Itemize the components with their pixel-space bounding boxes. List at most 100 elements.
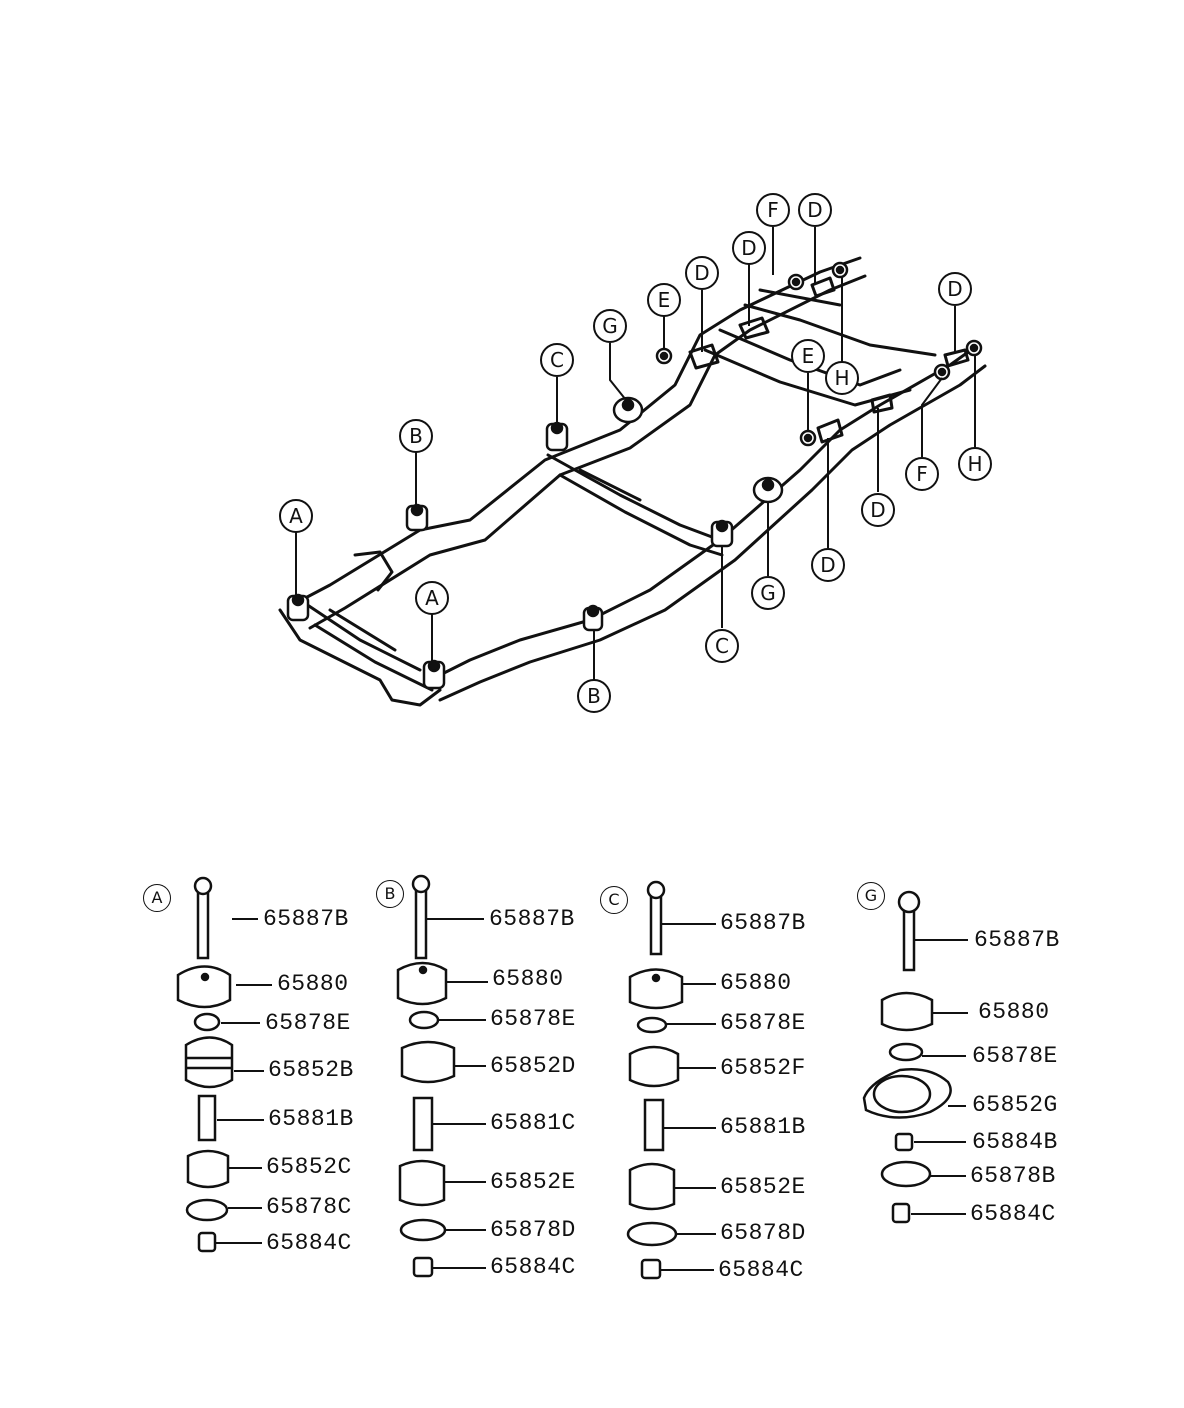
part-number: 65881B	[720, 1114, 806, 1140]
part-number: 65878E	[490, 1006, 576, 1032]
callout-letter: D	[807, 198, 822, 222]
callout-g: G	[751, 576, 785, 610]
callout-letter: H	[967, 452, 982, 476]
callout-e: E	[791, 339, 825, 373]
group-c-cushion-upper	[628, 1045, 680, 1088]
part-number: 65884B	[972, 1129, 1058, 1155]
group-g-bolt	[897, 890, 921, 972]
mount-c-right	[710, 519, 734, 548]
part-number: 65884C	[718, 1257, 804, 1283]
callout-e: E	[647, 283, 681, 317]
mount-a-left	[286, 593, 310, 622]
group-g-washer	[888, 1042, 924, 1062]
callout-d: D	[685, 256, 719, 290]
callout-letter: F	[767, 198, 779, 222]
group-a-retainer	[176, 965, 232, 1009]
part-number: 65852C	[266, 1154, 352, 1180]
group-g-header: G	[857, 882, 885, 910]
part-number: 65887B	[974, 927, 1060, 953]
callout-c: C	[540, 343, 574, 377]
callout-letter: C	[550, 348, 564, 372]
part-number: 65881B	[268, 1106, 354, 1132]
callout-letter: A	[289, 504, 303, 528]
callout-letter: H	[834, 366, 849, 390]
part-number: 65878D	[720, 1220, 806, 1246]
part-number: 65878E	[265, 1010, 351, 1036]
callout-f: F	[905, 457, 939, 491]
callout-d: D	[938, 272, 972, 306]
callout-letter: B	[587, 684, 601, 708]
group-g-retainer	[880, 991, 934, 1032]
left-side-rail	[290, 256, 862, 607]
callout-d: D	[798, 193, 832, 227]
part-number: 65878D	[490, 1217, 576, 1243]
part-number: 65880	[277, 971, 349, 997]
group-c-washer-lower	[626, 1221, 678, 1247]
group-a-bolt	[193, 876, 213, 960]
callout-h: H	[958, 447, 992, 481]
part-number: 65887B	[489, 906, 575, 932]
group-a-header: A	[143, 884, 171, 912]
callout-letter: C	[715, 634, 729, 658]
callout-letter: G	[760, 581, 776, 605]
group-b-retainer	[396, 961, 448, 1006]
callout-a: A	[415, 581, 449, 615]
group-g-nut-lower	[891, 1202, 911, 1224]
group-c-retainer	[628, 968, 684, 1010]
callout-letter: D	[947, 277, 962, 301]
part-number: 65852E	[490, 1169, 576, 1195]
group-g-washer-lower	[880, 1160, 932, 1188]
callout-letter: B	[409, 424, 423, 448]
callout-d: D	[861, 493, 895, 527]
callout-letter: F	[916, 462, 928, 486]
group-b-nut	[412, 1256, 434, 1278]
callout-letter: D	[741, 236, 756, 260]
mount-a-right	[422, 659, 446, 690]
part-number: 65880	[978, 999, 1050, 1025]
part-number: 65884C	[490, 1254, 576, 1280]
group-g-mount-bracket	[862, 1068, 952, 1119]
callout-letter: G	[602, 314, 618, 338]
callout-letter: E	[658, 288, 671, 312]
group-b-washer-lower	[399, 1218, 447, 1242]
rear-crossmember	[718, 328, 902, 387]
group-g-nut-upper	[894, 1132, 914, 1152]
part-number: 65881C	[490, 1110, 576, 1136]
callout-c: C	[705, 629, 739, 663]
part-number: 65852G	[972, 1092, 1058, 1118]
part-number: 65878E	[720, 1010, 806, 1036]
group-c-header: C	[600, 886, 628, 914]
callout-letter: D	[870, 498, 885, 522]
part-number: 65884C	[970, 1201, 1056, 1227]
group-b-cushion-lower	[398, 1159, 446, 1207]
group-a-washer-lower	[185, 1198, 229, 1222]
part-number: 65852B	[268, 1057, 354, 1083]
group-b-header: B	[376, 880, 404, 908]
part-number: 65880	[720, 970, 792, 996]
part-number: 65880	[492, 966, 564, 992]
group-c-collar	[643, 1098, 665, 1152]
mount-g-left	[612, 396, 644, 424]
part-number: 65878C	[266, 1194, 352, 1220]
group-a-nut	[197, 1231, 217, 1253]
group-a-cushion-lower	[186, 1149, 230, 1189]
callout-b: B	[577, 679, 611, 713]
group-c-cushion-lower	[628, 1162, 676, 1211]
group-b-washer	[408, 1010, 440, 1030]
center-crossmember	[546, 453, 722, 542]
group-a-collar	[197, 1094, 217, 1142]
part-number: 65852D	[490, 1053, 576, 1079]
part-number: 65887B	[263, 906, 349, 932]
part-number: 65884C	[266, 1230, 352, 1256]
group-b-bolt	[411, 874, 431, 960]
callout-a: A	[279, 499, 313, 533]
group-c-washer	[636, 1016, 668, 1034]
group-a-cushion-upper	[184, 1036, 234, 1089]
callout-letter: D	[694, 261, 709, 285]
group-b-collar	[412, 1096, 434, 1152]
callout-letter: A	[425, 586, 439, 610]
callout-f: F	[756, 193, 790, 227]
part-number: 65878E	[972, 1043, 1058, 1069]
group-a-washer	[193, 1012, 221, 1032]
